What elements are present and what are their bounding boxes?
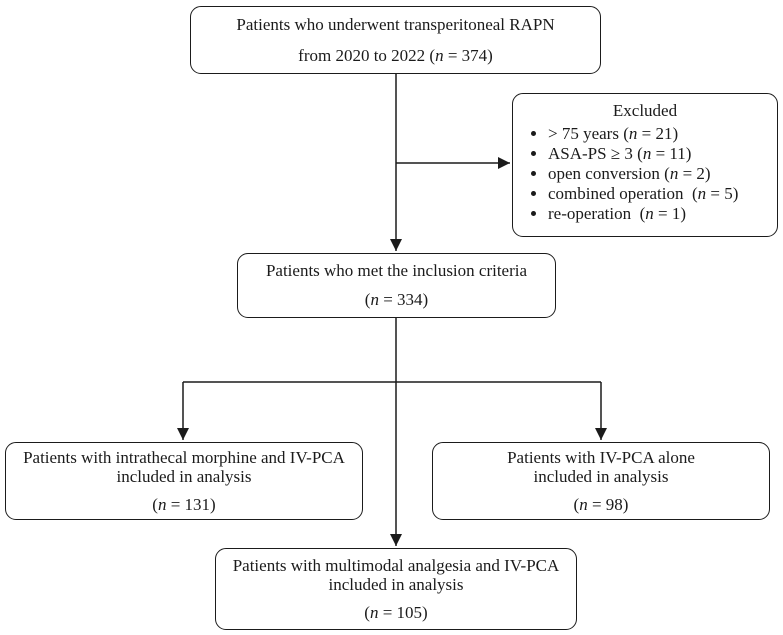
text-run: = 131) <box>166 494 216 514</box>
text-run: = 21) <box>637 123 679 143</box>
text-run: re-operation ( <box>548 203 646 223</box>
n-variable: n <box>697 183 707 203</box>
box-enrollment: Patients who underwent transperitoneal R… <box>190 6 601 74</box>
text-run: open conversion ( <box>548 163 670 183</box>
text-run: = 98) <box>587 494 629 514</box>
n-variable: n <box>642 143 652 163</box>
right-line2: included in analysis <box>533 467 669 487</box>
text-run: = 2) <box>678 163 711 183</box>
excluded-item: open conversion (n = 2) <box>548 164 769 184</box>
text-run: = 1) <box>653 203 686 223</box>
excluded-title: Excluded <box>612 101 678 120</box>
text-run: ASA-PS ≥ 3 ( <box>548 143 643 163</box>
n-variable: n <box>579 494 588 514</box>
inclusion-n-line: (n = 334) <box>365 290 428 310</box>
box-ivpca-alone-group: Patients with IV-PCA alone included in a… <box>432 442 770 520</box>
n-variable: n <box>370 290 379 309</box>
enrollment-line2: from 2020 to 2022 (n = 374) <box>298 46 493 66</box>
n-variable: n <box>645 203 654 223</box>
excluded-item: > 75 years (n = 21) <box>548 124 769 144</box>
center-line1: Patients with multimodal analgesia and I… <box>232 555 560 575</box>
box-excluded: Excluded > 75 years (n = 21) ASA-PS ≥ 3 … <box>512 93 778 237</box>
text-run: = 374) <box>443 45 493 65</box>
enrollment-line1: Patients who underwent transperitoneal R… <box>236 14 555 34</box>
left-line1: Patients with intrathecal morphine and I… <box>23 447 345 467</box>
text-run: ( <box>573 494 580 514</box>
text-run: ( <box>152 494 158 514</box>
text-run: from 2020 to 2022 ( <box>298 45 436 65</box>
n-variable: n <box>157 494 167 514</box>
n-variable: n <box>369 602 379 622</box>
excluded-item: re-operation (n = 1) <box>548 204 769 224</box>
box-multimodal-analgesia-group: Patients with multimodal analgesia and I… <box>215 548 577 630</box>
text-run: = 105) <box>378 602 428 622</box>
box-inclusion-criteria: Patients who met the inclusion criteria … <box>237 253 556 318</box>
text-run: combined operation ( <box>548 183 698 203</box>
n-variable: n <box>628 123 638 143</box>
text-run: ( <box>364 602 370 622</box>
text-run: = 334) <box>378 290 429 309</box>
excluded-item: combined operation (n = 5) <box>548 184 769 204</box>
center-n-line: (n = 105) <box>364 603 427 623</box>
box-intrathecal-morphine-group: Patients with intrathecal morphine and I… <box>5 442 363 520</box>
center-line2: included in analysis <box>328 575 464 595</box>
n-variable: n <box>669 163 679 183</box>
inclusion-line1: Patients who met the inclusion criteria <box>265 261 528 281</box>
n-variable: n <box>435 45 444 65</box>
text-run: = 11) <box>651 143 692 163</box>
left-line2: included in analysis <box>116 467 252 487</box>
excluded-item: ASA-PS ≥ 3 (n = 11) <box>548 144 769 164</box>
text-run: = 5) <box>706 183 739 203</box>
text-run: > 75 years ( <box>548 123 629 143</box>
text-run: ( <box>364 290 371 309</box>
excluded-list: > 75 years (n = 21) ASA-PS ≥ 3 (n = 11) … <box>521 124 769 224</box>
right-n-line: (n = 98) <box>574 495 629 515</box>
left-n-line: (n = 131) <box>152 495 215 515</box>
right-line1: Patients with IV-PCA alone <box>507 447 695 467</box>
